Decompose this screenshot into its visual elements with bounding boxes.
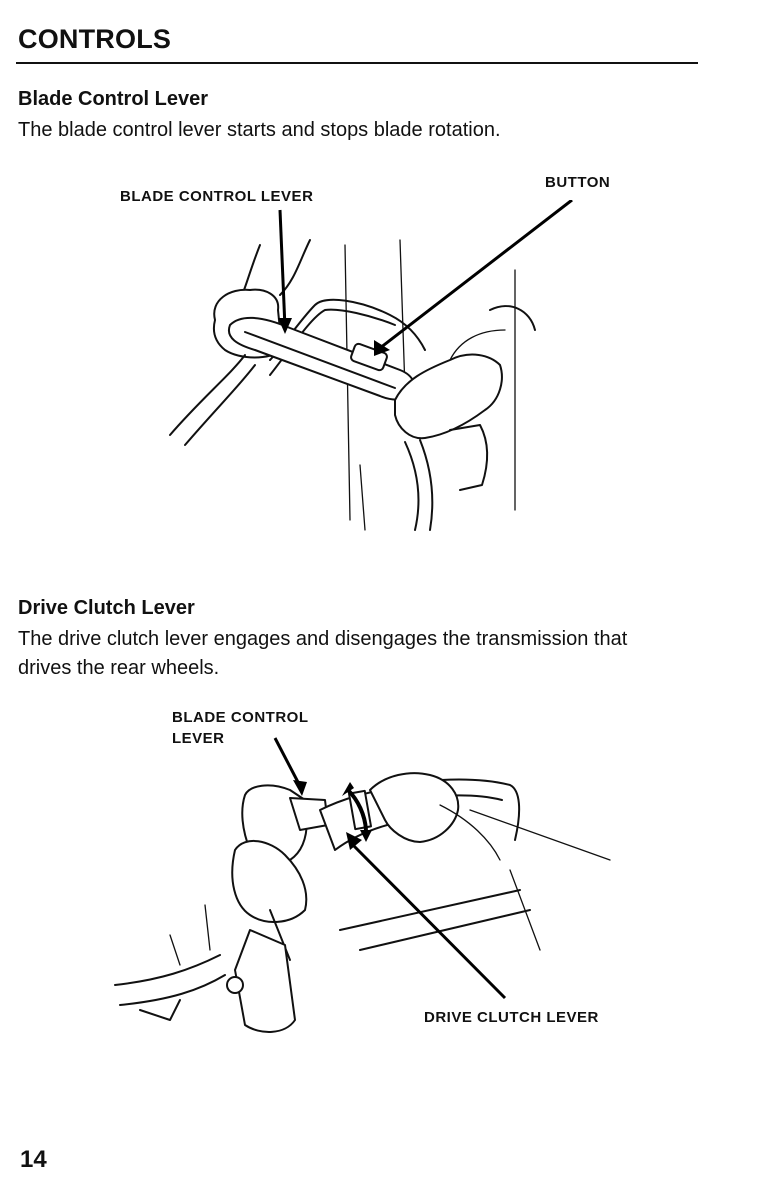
section-heading-blade-control: Blade Control Lever [18, 88, 209, 110]
section-body-drive-clutch: The drive clutch lever engages and disen… [18, 625, 708, 683]
section-heading-drive-clutch: Drive Clutch Lever [18, 597, 195, 619]
callout-blade-control-lever-2: BLADE CONTROL LEVER [172, 707, 309, 749]
title-divider [16, 62, 698, 64]
section-body-line-2: drives the rear wheels. [18, 657, 220, 679]
section-body-line-1: The drive clutch lever engages and disen… [18, 628, 628, 650]
page-number: 14 [20, 1146, 47, 1173]
drive-clutch-illustration [110, 730, 620, 1050]
callout-line-1: BLADE CONTROL [172, 709, 309, 726]
callout-drive-clutch-lever: DRIVE CLUTCH LEVER [424, 1009, 599, 1026]
callout-blade-control-lever: BLADE CONTROL LEVER [120, 188, 314, 205]
page-title: CONTROLS [18, 24, 172, 54]
callout-line-2: LEVER [172, 730, 225, 747]
section-body-blade-control: The blade control lever starts and stops… [18, 119, 501, 141]
blade-control-illustration [160, 200, 580, 540]
callout-button: BUTTON [545, 174, 611, 191]
